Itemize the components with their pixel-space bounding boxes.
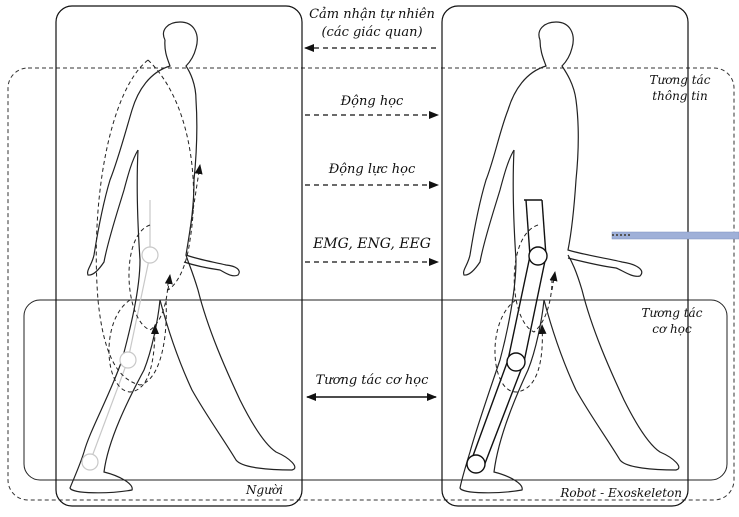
exoskeleton-frame: [467, 200, 547, 473]
human-figure: [70, 22, 295, 493]
mech-interaction-label-1: Tương tác: [642, 306, 703, 320]
natural-sensing-label-2: (các giác quan): [321, 25, 422, 40]
natural-sensing-label-1: Cảm nhận tự nhiên: [309, 7, 435, 22]
robot-caption: Robot - Exoskeleton: [559, 486, 682, 500]
robot-figure: [460, 22, 679, 493]
exoskeleton-arm-bar: [612, 232, 739, 239]
mechanical-interaction-label: Tương tác cơ học: [316, 373, 430, 388]
human-caption: Người: [245, 483, 283, 497]
info-interaction-label-2: thông tin: [652, 89, 707, 103]
human-leg-skeleton: [82, 200, 158, 470]
kinematics-label: Động học: [340, 94, 404, 109]
dynamics-label: Động lực học: [328, 162, 416, 177]
human-box: [56, 6, 302, 506]
info-interaction-region: [8, 68, 734, 500]
mech-interaction-label-2: cơ học: [652, 322, 692, 336]
mechanical-interaction-region: [24, 300, 727, 480]
info-interaction-label-1: Tương tác: [650, 73, 711, 87]
human-motion-loops: [96, 60, 200, 392]
signals-label: EMG, ENG, EEG: [312, 236, 431, 252]
